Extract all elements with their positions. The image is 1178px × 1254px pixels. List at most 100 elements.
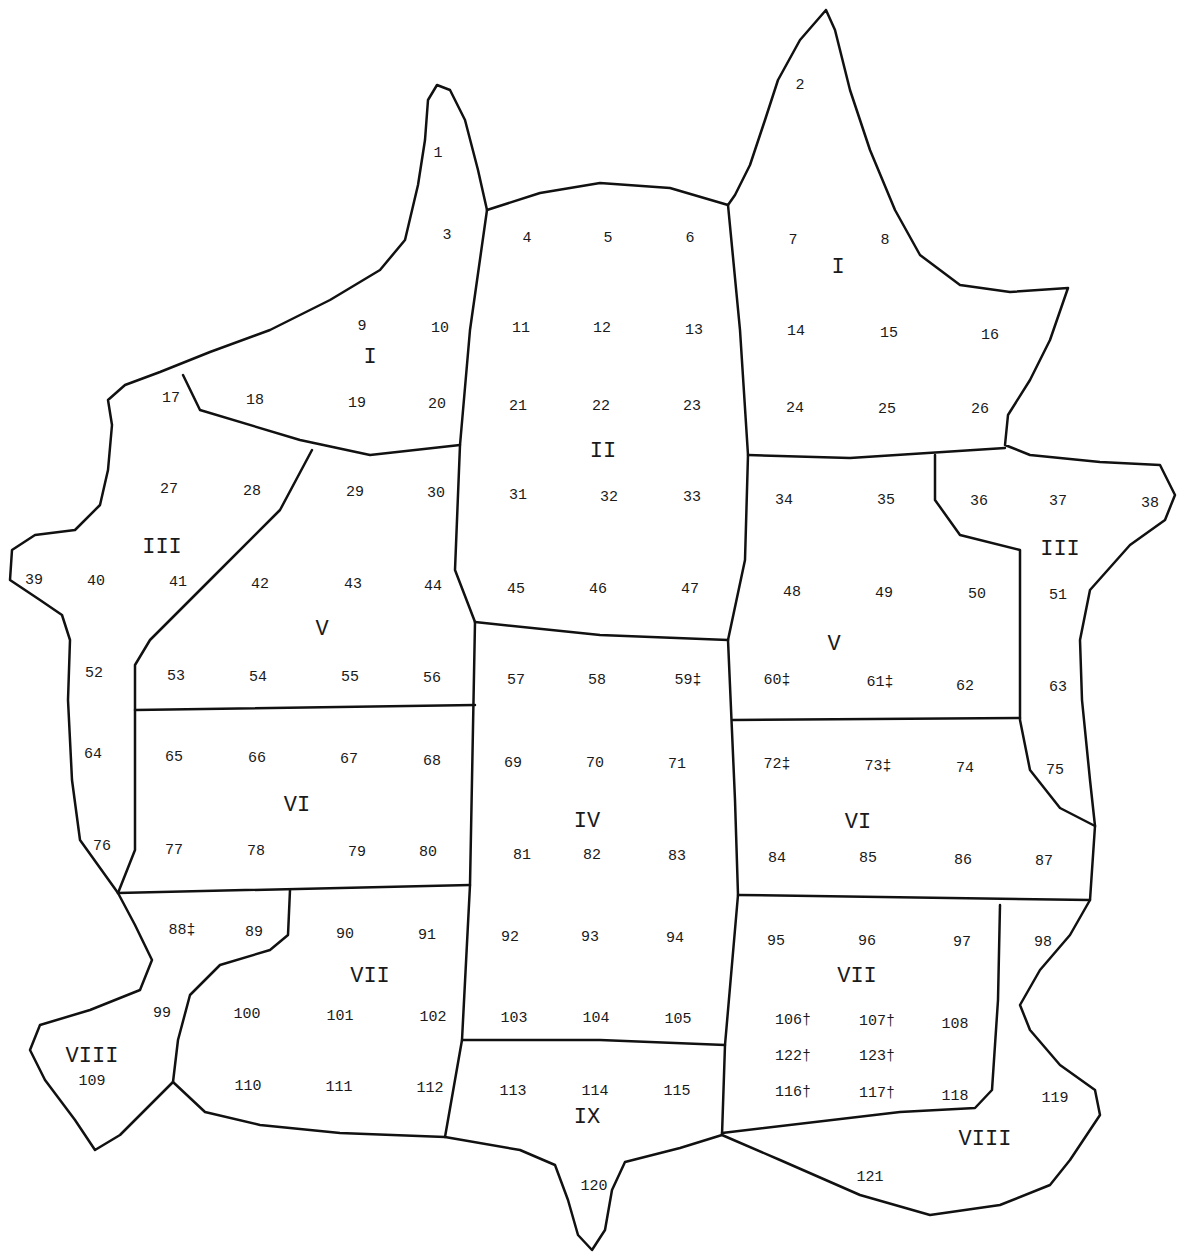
sample-number: 30 xyxy=(427,486,445,501)
sample-number: 40 xyxy=(87,574,105,589)
sample-number: 84 xyxy=(768,851,786,866)
sample-number: 50 xyxy=(968,587,986,602)
sample-number: 108 xyxy=(941,1017,968,1032)
hide-outer-outline xyxy=(10,10,1175,1250)
hide-region: 88‡99VIII109 xyxy=(62,919,200,1093)
sample-number: 19 xyxy=(348,396,366,411)
sample-number: 94 xyxy=(666,931,684,946)
sample-number: 101 xyxy=(326,1009,353,1024)
sample-number: 4 xyxy=(522,231,531,246)
sample-number: 118 xyxy=(941,1089,968,1104)
sample-number: 105 xyxy=(664,1012,691,1027)
sample-number: 5 xyxy=(603,231,612,246)
sample-number: 87 xyxy=(1035,854,1053,869)
sample-number: 58 xyxy=(588,673,606,688)
sample-number: 119 xyxy=(1041,1091,1068,1106)
sample-number: 106† xyxy=(775,1013,811,1028)
sample-number: 104 xyxy=(582,1011,609,1026)
sample-number: 8 xyxy=(880,233,889,248)
sample-number: 42 xyxy=(251,577,269,592)
region-numeral: VI xyxy=(284,795,310,817)
region-boundary xyxy=(462,1040,725,1045)
sample-number: 98 xyxy=(1034,935,1052,950)
sample-number: 24 xyxy=(786,401,804,416)
sample-number: 62 xyxy=(956,679,974,694)
sample-number: 57 xyxy=(507,673,525,688)
sample-number: 36 xyxy=(970,494,988,509)
sample-number: 34 xyxy=(775,493,793,508)
sample-number: 17 xyxy=(162,391,180,406)
sample-number: 14 xyxy=(787,324,805,339)
sample-number: 64 xyxy=(84,747,102,762)
sample-number: 33 xyxy=(683,490,701,505)
sample-number: 121 xyxy=(856,1170,883,1185)
region-boundary xyxy=(445,622,475,1137)
hide-region: 363738III516375 xyxy=(966,490,1163,782)
sample-number: 93 xyxy=(581,930,599,945)
sample-number: 6 xyxy=(685,231,694,246)
sample-number: 95 xyxy=(767,934,785,949)
region-boundary xyxy=(118,885,470,893)
sample-number: 28 xyxy=(243,484,261,499)
hide-region: 3435484950V60‡61‡62 xyxy=(759,489,990,698)
sample-number: 103 xyxy=(500,1011,527,1026)
sample-number: 69 xyxy=(504,756,522,771)
sample-number: 7 xyxy=(788,233,797,248)
hide-region: 172728III394041526476 xyxy=(21,387,265,858)
sample-number: 67 xyxy=(340,752,358,767)
region-numeral: IX xyxy=(574,1107,600,1129)
hide-region: 2930424344V53545556 xyxy=(163,481,449,690)
sample-number: 54 xyxy=(249,670,267,685)
sample-number: 122† xyxy=(775,1049,811,1064)
sample-number: 76 xyxy=(93,839,111,854)
region-boundary xyxy=(728,205,748,640)
sample-number: 82 xyxy=(583,848,601,863)
sample-number: 49 xyxy=(875,586,893,601)
sample-number: 66 xyxy=(248,751,266,766)
hide-region: 575859‡697071IV818283929394103104105 xyxy=(496,669,705,1031)
sample-number: 71 xyxy=(668,757,686,772)
region-boundary xyxy=(475,622,728,640)
sample-number: 29 xyxy=(346,485,364,500)
sample-number: 45 xyxy=(507,582,525,597)
sample-number: 117† xyxy=(859,1086,895,1101)
region-boundary xyxy=(738,895,1090,900)
sample-number: 25 xyxy=(878,402,896,417)
hide-region: 113114115IX120 xyxy=(495,1080,694,1198)
hide-region: 98119VIII121 xyxy=(852,931,1072,1189)
hide-region: 65666768VI77787980 xyxy=(161,746,445,864)
region-numeral: III xyxy=(142,537,182,559)
region-numeral: VI xyxy=(845,812,871,834)
sample-number: 1 xyxy=(433,146,442,161)
sample-number: 72‡ xyxy=(763,757,790,772)
sample-number: 75 xyxy=(1046,763,1064,778)
sample-number: 63 xyxy=(1049,680,1067,695)
sample-number: 2 xyxy=(795,78,804,93)
sample-number: 109 xyxy=(78,1074,105,1089)
sample-number: 9 xyxy=(357,319,366,334)
hide-region: 959697VII106†107†108122†123†116†117†118 xyxy=(763,930,975,1108)
sample-number: 65 xyxy=(165,750,183,765)
sample-number: 85 xyxy=(859,851,877,866)
sample-number: 68 xyxy=(423,754,441,769)
sample-number: 100 xyxy=(233,1007,260,1022)
region-numeral: I xyxy=(831,257,844,279)
sample-number: 83 xyxy=(668,849,686,864)
region-boundary xyxy=(173,890,290,1082)
sample-number: 102 xyxy=(419,1010,446,1025)
sample-number: 44 xyxy=(424,579,442,594)
sample-number: 22 xyxy=(592,399,610,414)
sample-number: 18 xyxy=(246,393,264,408)
region-numeral: IV xyxy=(574,811,600,833)
region-numeral: V xyxy=(827,634,840,656)
sample-number: 12 xyxy=(593,321,611,336)
region-numeral: II xyxy=(590,441,616,463)
region-boundary xyxy=(722,640,738,1135)
sample-number: 80 xyxy=(419,845,437,860)
sample-number: 61‡ xyxy=(866,675,893,690)
sample-number: 59‡ xyxy=(674,673,701,688)
sample-number: 48 xyxy=(783,585,801,600)
sample-number: 51 xyxy=(1049,588,1067,603)
sample-number: 39 xyxy=(25,573,43,588)
sample-number: 107† xyxy=(859,1014,895,1029)
